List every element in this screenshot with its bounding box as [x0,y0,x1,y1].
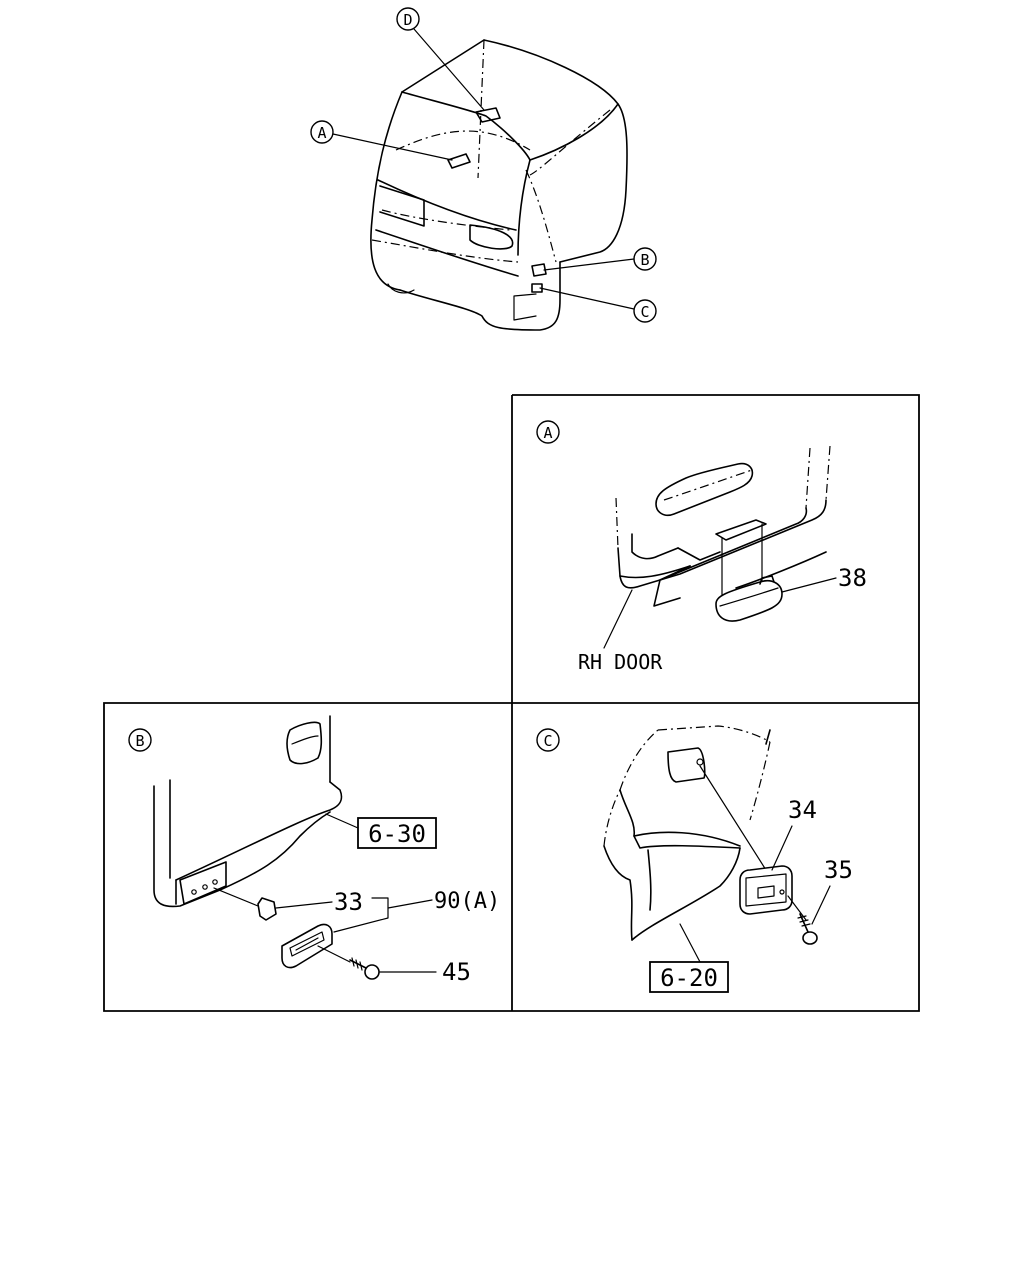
ref-box-6-30: 6-30 [368,820,426,848]
detail-panel-b: B 6-30 33 90(A) [128,715,500,986]
part-number-90a: 90(A) [434,889,500,914]
part-number-38: 38 [838,564,867,592]
part-number-45: 45 [442,958,471,986]
part-45-screw: 45 [349,957,471,986]
part-34-plate: 34 [739,796,817,915]
part-33-clip: 33 [213,887,363,921]
detail-panel-a: A 38 RH DOOR [536,420,867,674]
callout-c-label: C [640,303,649,321]
detail-panels-frame [103,394,920,1012]
cab-step-illustration [153,715,343,908]
callout-b-label: B [640,251,649,269]
ref-box-6-20: 6-20 [660,964,718,992]
callout-c: C [539,287,657,323]
cab-overview-illustration [370,39,628,331]
callout-a: A [310,120,453,161]
callout-d: D [396,7,485,111]
panel-b-letter: B [135,732,144,750]
part-lamp-assembly-b [281,923,351,969]
rh-door-label: RH DOOR [578,650,663,674]
part-number-34: 34 [788,796,817,824]
callout-a-label: A [317,124,326,142]
part-35-screw: 35 [787,856,853,945]
detail-panel-c: C 6-20 34 [536,725,853,993]
rh-door-illustration [615,445,831,607]
part-38-lamp: 38 [715,564,867,622]
panel-c-letter: C [543,732,552,750]
part-number-35: 35 [824,856,853,884]
callout-d-label: D [403,11,412,29]
callout-b: B [543,247,657,271]
panel-a-letter: A [543,424,552,442]
part-number-33: 33 [334,888,363,916]
body-corner-illustration [603,725,771,941]
